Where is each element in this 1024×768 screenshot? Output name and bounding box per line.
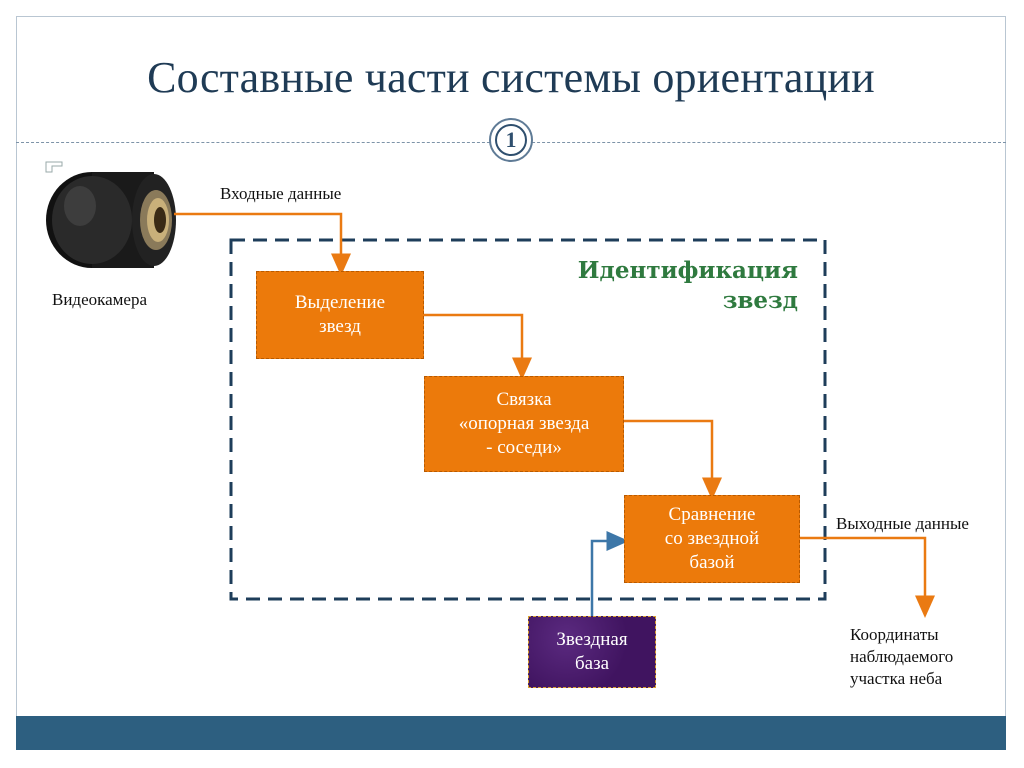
star-base-line-1: Звездная <box>556 629 628 650</box>
page-number: 1 <box>495 124 527 156</box>
arrow-comparison-to-output <box>800 536 935 618</box>
result-line-1: Координаты <box>850 625 939 644</box>
output-data-label: Выходные данные <box>836 514 969 533</box>
binding-line-1: Связка <box>496 389 552 410</box>
page-number-badge: 1 <box>489 118 533 162</box>
slide-title: Составные части системы ориентации <box>147 53 875 102</box>
arrow-extraction-to-binding <box>424 313 532 380</box>
camera-corner-mark <box>45 161 63 173</box>
comparison-line-1: Сравнение <box>668 504 756 525</box>
result-label: Координаты наблюдаемого участка неба <box>850 624 953 690</box>
star-extraction-line-2: звезд <box>319 316 361 337</box>
comparison-line-3: базой <box>689 552 735 573</box>
arrow-camera-to-extraction <box>174 212 351 276</box>
identification-title-line-1: Идентификация <box>577 257 798 284</box>
star-base-box: Звездная база <box>528 616 656 688</box>
identification-title: Идентификация звезд <box>578 256 798 316</box>
result-line-3: участка неба <box>850 669 943 688</box>
binding-line-3: - соседи» <box>486 437 562 458</box>
star-extraction-box: Выделение звезд <box>256 271 424 359</box>
comparison-box: Сравнение со звездной базой <box>624 495 800 583</box>
footer-bar <box>16 716 1006 750</box>
camera-label: Видеокамера <box>52 290 148 309</box>
comparison-line-2: со звездной <box>664 528 760 549</box>
identification-frame <box>229 238 827 601</box>
input-data-label: Входные данные <box>220 184 342 203</box>
identification-title-line-2: звезд <box>722 287 798 314</box>
star-extraction-line-1: Выделение <box>294 292 386 313</box>
binding-line-2: «опорная звезда <box>458 413 590 434</box>
arrow-base-to-comparison <box>590 531 629 616</box>
binding-box: Связка «опорная звезда - соседи» <box>424 376 624 472</box>
video-camera-icon <box>45 161 176 268</box>
arrow-binding-to-comparison <box>624 419 722 500</box>
star-base-line-2: база <box>574 653 610 674</box>
result-line-2: наблюдаемого <box>850 647 954 666</box>
